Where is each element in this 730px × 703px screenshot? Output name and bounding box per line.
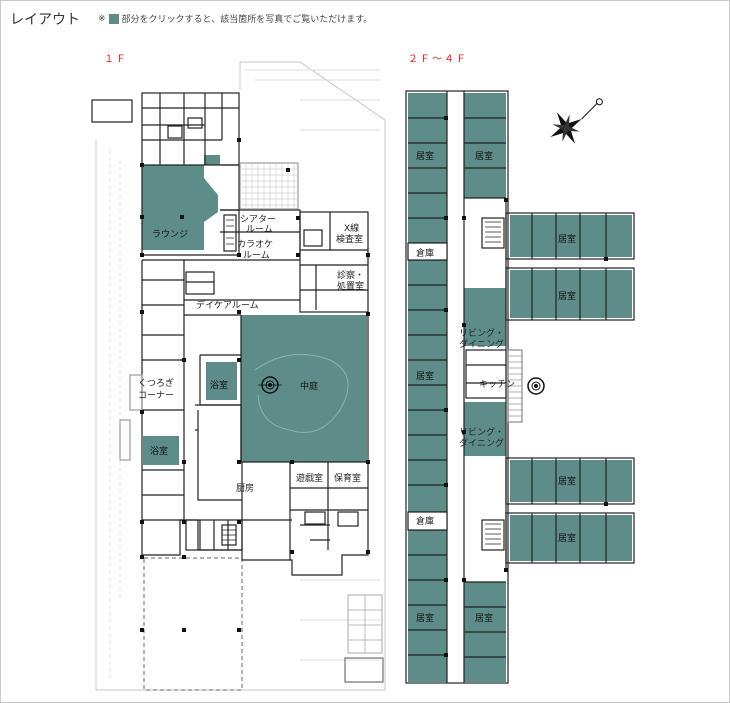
walls-1f <box>91 92 369 576</box>
teal-rooms-2f <box>408 93 632 682</box>
rooms-east-2 <box>510 270 632 318</box>
note-mark: ※ <box>98 13 106 24</box>
living-1-label-1: リビング・ <box>459 327 504 339</box>
theater-label-1: シアター <box>240 214 276 225</box>
rooms-east-3 <box>510 460 632 502</box>
walls-2f <box>405 90 635 684</box>
xray-label-2: 検査室 <box>336 233 363 245</box>
lounge-label: ラウンジ <box>152 229 188 240</box>
relax-label-2: コーナー <box>138 390 174 401</box>
rooms-west-bottom <box>408 530 447 682</box>
kitchen-2f-label: キッチン <box>479 379 515 390</box>
storage-2-label: 倉庫 <box>416 515 434 527</box>
karaoke-label-2: ルーム <box>243 250 270 261</box>
spiral-feature-2f-icon <box>527 377 545 395</box>
room-east-4-label: 居室 <box>558 532 576 544</box>
columns-1f <box>140 138 370 632</box>
daycare-label: デイケアルーム <box>196 299 259 311</box>
floor-label-1f: １Ｆ <box>104 54 128 65</box>
courtyard-label: 中庭 <box>300 380 318 392</box>
bath-b-label: 浴室 <box>150 445 168 457</box>
bath-room-a <box>206 362 237 400</box>
theater-label-2: ルーム <box>246 224 273 235</box>
labels-2f: 居室 居室 倉庫 居室 居室 居室 リビング・ ダイニング キッチン リビング・… <box>416 150 576 624</box>
page-title: レイアウト <box>10 12 80 28</box>
playroom-label: 遊戯室 <box>296 472 323 484</box>
spiral-feature-icon <box>258 376 282 394</box>
living-2 <box>464 402 506 456</box>
teal-swatch-icon <box>108 13 119 24</box>
kitchen-label: 厨房 <box>236 482 254 494</box>
xray-label-1: X線 <box>344 222 359 234</box>
bath-room-b <box>143 436 179 465</box>
room-west-3-label: 居室 <box>416 612 434 624</box>
room-center-1-label: 居室 <box>475 150 493 162</box>
room-west-2-label: 居室 <box>416 370 434 382</box>
storage-1-label: 倉庫 <box>416 247 434 259</box>
note-text: 部分をクリックすると、該当箇所を写真でご覧いただけます。 <box>121 15 373 25</box>
living-1 <box>464 288 506 346</box>
rooms-east-4 <box>510 515 632 561</box>
room-east-3-label: 居室 <box>558 475 576 487</box>
room-east-2-label: 居室 <box>558 290 576 302</box>
lounge-room <box>142 155 220 250</box>
legend-note: ※ 部分をクリックすると、該当箇所を写真でご覧いただけます。 <box>98 12 372 25</box>
plan-1f <box>95 61 386 691</box>
clinic-label-1: 診察・ <box>337 269 364 281</box>
relax-label-1: くつろぎ <box>138 377 174 389</box>
rooms-east-1 <box>510 215 632 257</box>
living-1-label-2: ダイニング <box>459 338 504 350</box>
living-2-label-2: ダイニング <box>459 437 504 449</box>
nursery-label: 保育室 <box>334 472 361 484</box>
room-center-3-label: 居室 <box>475 612 493 624</box>
columns-2f <box>444 116 608 657</box>
clinic-label-2: 処置室 <box>337 280 364 292</box>
room-west-1-label: 居室 <box>416 150 434 162</box>
labels-1f: ラウンジ シアター ルーム カラオケ ルーム X線 検査室 診察・ 処置室 デイ… <box>138 214 364 494</box>
bath-a-label: 浴室 <box>210 379 228 391</box>
rooms-west-mid <box>408 260 447 512</box>
rooms-center-top <box>464 93 506 198</box>
karaoke-label-1: カラオケ <box>237 239 273 250</box>
floor-label-2f-4f: ２Ｆ〜４Ｆ <box>408 54 468 65</box>
north-compass-icon <box>550 98 603 144</box>
room-east-1-label: 居室 <box>558 233 576 245</box>
living-2-label-1: リビング・ <box>459 426 504 438</box>
